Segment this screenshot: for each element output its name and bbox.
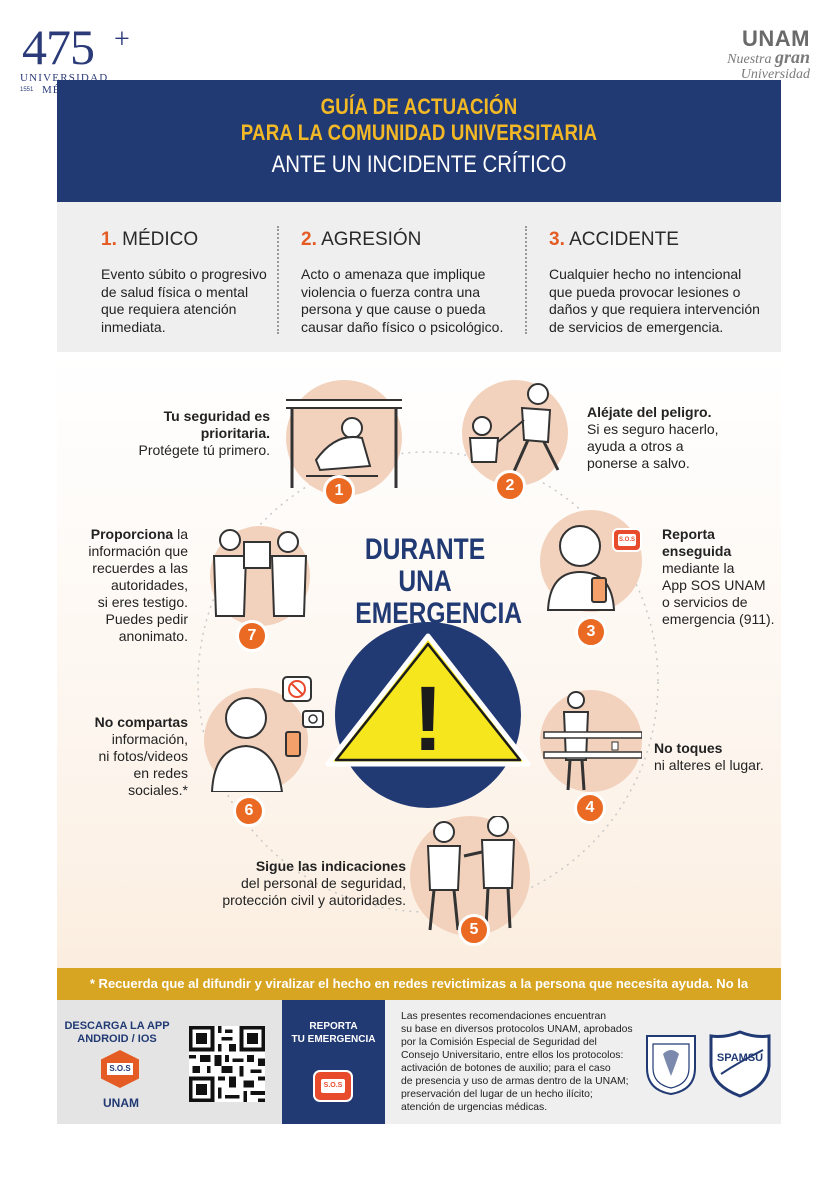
definition-title: 1. MÉDICO [101, 229, 199, 250]
step-6-badge: 6 [233, 795, 265, 827]
year-start: 1551 [20, 87, 34, 93]
header-band: GUÍA DE ACTUACIÓN PARA LA COMUNIDAD UNIV… [57, 80, 781, 202]
definition-accidente: 3. ACCIDENTE Cualquier hecho no intencio… [549, 228, 760, 336]
step-2-text: Aléjate del peligro. Si es seguro hacerl… [587, 404, 719, 471]
share-warning-note: * Recuerda que al difundir y viralizar e… [57, 968, 781, 1023]
definitions-panel: 1. MÉDICO Evento súbito o progresivo de … [57, 202, 781, 352]
no-share-icon [282, 676, 312, 702]
warning-mark: ! [413, 668, 444, 770]
definition-agresion: 2. AGRESIÓN Acto o amenaza que implique … [301, 228, 503, 336]
warning-triangle-icon: ! [325, 633, 531, 770]
step-5-text: Sigue las indicaciones del personal de s… [222, 858, 406, 908]
sos-app-logo: S.O.S [101, 1050, 139, 1092]
security-guard-pointing-icon [426, 815, 516, 931]
tagline-3: Universidad [740, 67, 810, 82]
sos-button-icon [313, 1070, 353, 1102]
subtitle: ANTE UN INCIDENTE CRÍTICO [271, 151, 567, 178]
spamsu-logo: SPAMSU [707, 1030, 773, 1098]
step-7-badge: 7 [236, 620, 268, 652]
anniversary-number: 475 [22, 19, 95, 75]
definition-text: Cualquier hecho no intencional que pueda… [549, 266, 760, 335]
center-title: DURANTE UNA EMERGENCIA [355, 533, 523, 630]
unam-wordmark: UNAM [742, 26, 810, 51]
crime-scene-tape-icon [543, 691, 643, 791]
running-people-icon [468, 383, 560, 477]
tagline-2: gran [774, 47, 810, 67]
step-2-badge: 2 [494, 470, 526, 502]
definition-text: Evento súbito o progresivo de salud físi… [101, 266, 267, 335]
legal-text: Las presentes recomendaciones encuentran… [401, 1011, 633, 1113]
step-4-illustration [540, 690, 643, 792]
sos-app-unam: UNAM [103, 1096, 139, 1110]
unam-tagline: Nuestra gran Universidad [710, 47, 810, 82]
definition-title: 2. AGRESIÓN [301, 229, 422, 250]
sos-bubble: S.O.S [612, 528, 642, 552]
logo-unam: UNAM Nuestra gran Universidad [710, 26, 810, 83]
step-3-illustration [540, 510, 642, 612]
report-label: REPORTA TU EMERGENCIA [291, 1021, 376, 1045]
unam-seal-icon [646, 1035, 696, 1096]
download-label: DESCARGA LA APP ANDROID / IOS [64, 1020, 170, 1045]
title-line1: GUÍA DE ACTUACIÓN [320, 94, 518, 119]
step-3-text: Reporta enseguida mediante la App SOS UN… [662, 526, 775, 627]
title-line2: PARA LA COMUNIDAD UNIVERSITARIA [240, 120, 598, 145]
step-4-badge: 4 [574, 792, 606, 824]
step-1-badge: 1 [323, 475, 355, 507]
step-7-text: Proporciona la información que recuerdes… [88, 526, 188, 644]
definition-medico: 1. MÉDICO Evento súbito o progresivo de … [101, 228, 267, 336]
sos-logo-text: S.O.S [107, 1063, 133, 1075]
qr-code-icon[interactable] [189, 1026, 265, 1102]
definition-text: Acto o amenaza que implique violencia o … [301, 266, 504, 335]
step-5-badge: 5 [458, 914, 490, 946]
camera-icon [302, 710, 324, 728]
step-6-illustration [204, 688, 308, 793]
download-app-box: DESCARGA LA APP ANDROID / IOS S.O.S UNAM [57, 1000, 282, 1124]
witness-reporting-icon [212, 529, 308, 617]
sos-button[interactable]: S.O.S [313, 1070, 353, 1102]
step-1-text: Tu seguridad es prioritaria. Protégete t… [138, 408, 270, 458]
divider [525, 226, 527, 334]
report-emergency-box: REPORTA TU EMERGENCIA S.O.S [282, 1000, 385, 1124]
step-6-text: No compartas información, ni fotos/video… [94, 714, 188, 798]
definition-title: 3. ACCIDENTE [549, 229, 679, 250]
title: GUÍA DE ACTUACIÓN PARA LA COMUNIDAD UNIV… [111, 94, 726, 146]
step-2-illustration [462, 380, 568, 486]
tagline-1: Nuestra [727, 52, 772, 67]
person-with-phone-icon [546, 525, 616, 611]
sad-person-phone-icon [210, 697, 301, 793]
spamsu-text: SPAMSU [716, 1052, 764, 1064]
step-4-text: No toques ni alteres el lugar. [654, 740, 764, 773]
step-7-illustration [210, 526, 310, 626]
sos-bubble-text: S.O.S [618, 534, 636, 546]
divider [277, 226, 279, 334]
sos-button-label: S.O.S [323, 1082, 343, 1089]
anniversary-plus: + [114, 24, 130, 55]
footer-panel: DESCARGA LA APP ANDROID / IOS S.O.S UNAM [57, 1000, 781, 1124]
step-3-badge: 3 [575, 616, 607, 648]
spamsu-shield-icon [709, 1030, 771, 1098]
